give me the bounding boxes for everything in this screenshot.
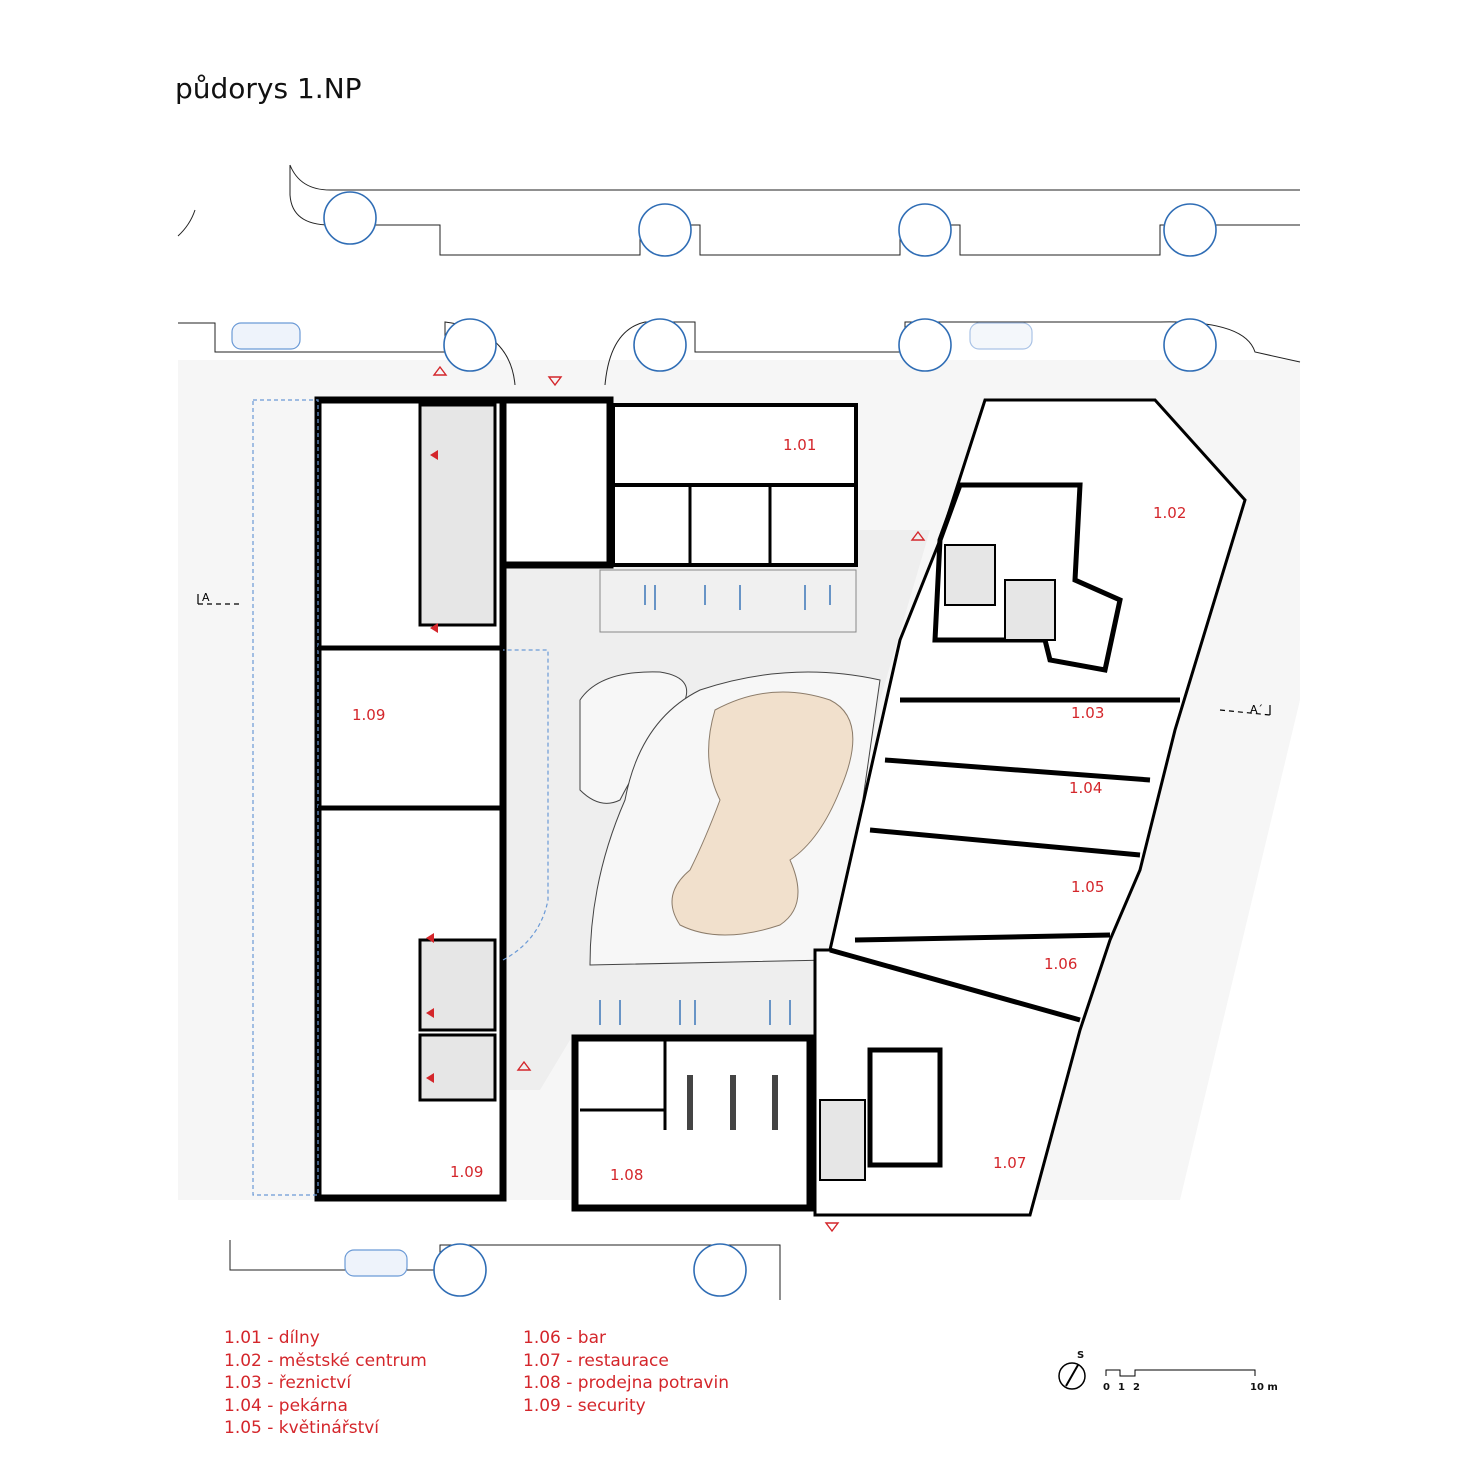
plan-title: půdorys 1.NP <box>175 72 362 105</box>
legend-item: 1.09 - security <box>523 1395 646 1416</box>
room-label-1-04: 1.04 <box>1069 779 1102 797</box>
scale-end: 10 m <box>1250 1382 1278 1393</box>
building-north <box>499 396 858 633</box>
stair-markers <box>426 450 438 1083</box>
scale-tick-2: 2 <box>1133 1382 1140 1393</box>
section-label-right: A´ <box>1250 703 1263 716</box>
legend-item: 1.08 - prodejna potravin <box>523 1373 729 1393</box>
building-east <box>813 398 1247 1217</box>
legend-left: 1.01 - dílny 1.02 - městské centrum 1.03… <box>224 1327 427 1440</box>
legend-item: 1.04 - pekárna <box>224 1395 348 1416</box>
legend-item: 1.06 - bar <box>523 1328 606 1348</box>
north-arrow <box>1058 1362 1086 1390</box>
section-label-left: A <box>202 591 210 604</box>
entrance-markers <box>432 365 926 1233</box>
room-label-1-09-south: 1.09 <box>450 1163 483 1181</box>
building-west <box>252 396 549 1202</box>
courtyard-lawns <box>579 671 881 966</box>
room-label-1-01: 1.01 <box>783 436 816 454</box>
section-line <box>197 594 1271 716</box>
legend-item: 1.03 - řeznictví <box>224 1373 352 1393</box>
scale-bar <box>1105 1369 1256 1377</box>
car-icons <box>231 322 1033 1277</box>
legend-item: 1.05 - květinářství <box>224 1418 380 1438</box>
scale-tick-1: 1 <box>1118 1382 1125 1393</box>
room-label-1-02: 1.02 <box>1153 504 1186 522</box>
legend-item: 1.01 - dílny <box>224 1328 320 1348</box>
legend-right: 1.06 - bar 1.07 - restaurace 1.08 - prod… <box>523 1327 729 1417</box>
north-arrow-label: S <box>1077 1350 1084 1361</box>
room-label-1-07: 1.07 <box>993 1154 1026 1172</box>
room-label-1-08: 1.08 <box>610 1166 643 1184</box>
legend-item: 1.02 - městské centrum <box>224 1350 427 1371</box>
room-label-1-09-north: 1.09 <box>352 706 385 724</box>
room-label-1-05: 1.05 <box>1071 878 1104 896</box>
room-label-1-06: 1.06 <box>1044 955 1077 973</box>
planters <box>599 585 831 1025</box>
scale-tick-0: 0 <box>1103 1382 1110 1393</box>
building-south <box>571 1034 814 1212</box>
legend-item: 1.07 - restaurace <box>523 1350 669 1371</box>
room-label-1-03: 1.03 <box>1071 704 1104 722</box>
